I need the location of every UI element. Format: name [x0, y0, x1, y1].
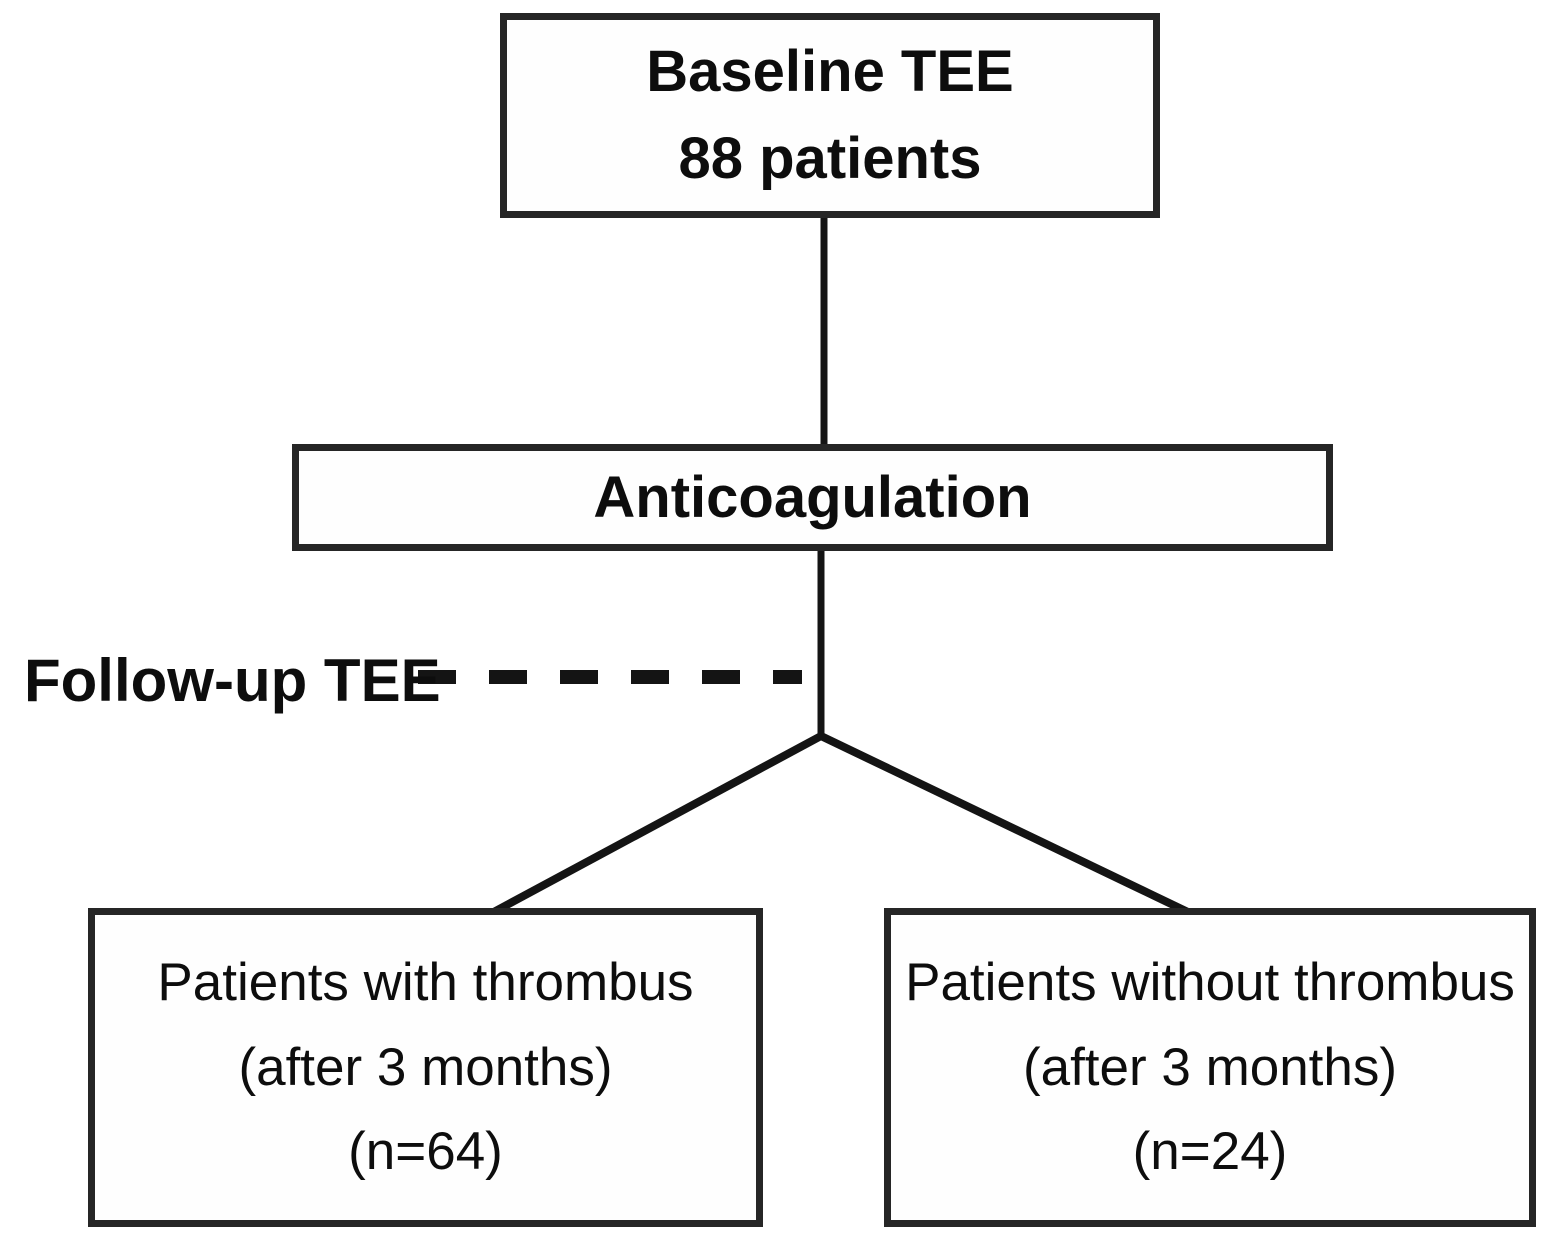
baseline-tee-count: 88 patients: [678, 125, 982, 191]
node-anticoagulation: Anticoagulation: [292, 444, 1333, 551]
followup-tee-label: Follow-up TEE: [24, 647, 441, 714]
connector-branch-to-with-thrombus: [488, 732, 823, 918]
with-thrombus-timing: (after 3 months): [238, 1037, 613, 1097]
with-thrombus-title: Patients with thrombus: [157, 953, 694, 1013]
anticoagulation-label: Anticoagulation: [593, 464, 1032, 530]
without-thrombus-timing: (after 3 months): [1022, 1037, 1398, 1097]
with-thrombus-n: (n=64): [348, 1122, 503, 1182]
without-thrombus-title: Patients without thrombus: [905, 953, 1515, 1013]
baseline-tee-title: Baseline TEE: [646, 38, 1014, 104]
node-patients-with-thrombus: Patients with thrombus (after 3 months) …: [88, 908, 763, 1227]
connector-branch-to-without-thrombus: [819, 732, 1194, 918]
node-baseline-tee: Baseline TEE 88 patients: [500, 13, 1160, 218]
node-patients-without-thrombus: Patients without thrombus (after 3 month…: [884, 908, 1536, 1227]
without-thrombus-n: (n=24): [1132, 1122, 1288, 1182]
